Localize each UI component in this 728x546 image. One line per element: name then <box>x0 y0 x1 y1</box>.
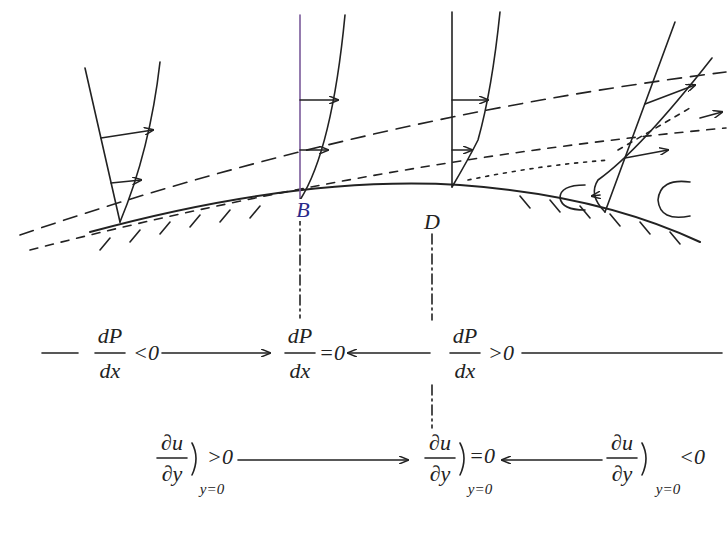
subscript: y=0 <box>199 482 225 497</box>
numerator: ∂u <box>160 432 184 454</box>
inequality: =0 <box>468 445 496 467</box>
inequality: >0 <box>206 446 234 468</box>
inequality: >0 <box>487 342 515 364</box>
numerator: dP <box>287 325 313 347</box>
point-label: D <box>423 211 441 233</box>
denominator: dx <box>454 360 477 382</box>
numerator: dP <box>452 325 478 347</box>
denominator: ∂y <box>161 463 184 485</box>
inequality: =0 <box>318 342 346 364</box>
inequality: <0 <box>678 446 706 468</box>
subscript: y=0 <box>467 482 493 497</box>
numerator: ∂u <box>610 432 634 454</box>
denominator: dx <box>289 360 312 382</box>
denominator: ∂y <box>429 463 452 485</box>
numerator: dP <box>97 325 123 347</box>
inequality: <0 <box>132 342 160 364</box>
point-label: B <box>295 199 310 221</box>
subscript: y=0 <box>655 482 681 497</box>
denominator: dx <box>99 360 122 382</box>
numerator: ∂u <box>428 432 452 454</box>
denominator: ∂y <box>611 463 634 485</box>
